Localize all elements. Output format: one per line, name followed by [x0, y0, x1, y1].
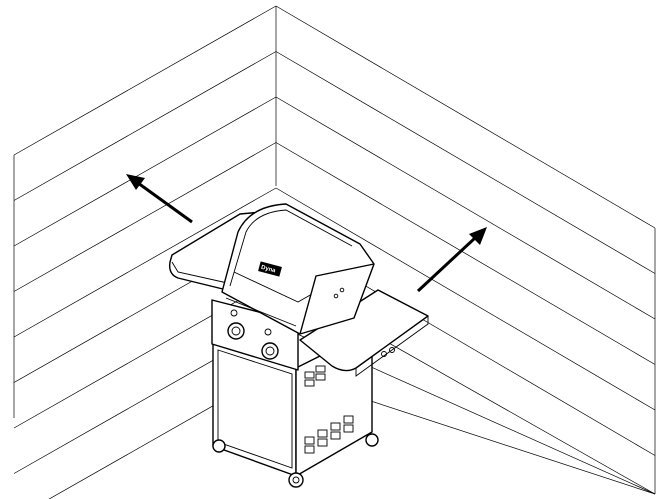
siding-line	[13, 5, 277, 156]
siding-line	[13, 142, 277, 292]
siding-line	[275, 51, 656, 274]
arrow-right-up-icon	[416, 227, 487, 293]
grill-lid: Dyna	[221, 203, 375, 335]
siding-line	[275, 5, 656, 229]
caster-wheels	[212, 433, 379, 488]
siding-line	[13, 96, 277, 247]
burner-knob-left	[227, 322, 245, 340]
side-vents	[304, 365, 354, 454]
siding-line	[13, 51, 277, 201]
burner-knob-right	[261, 342, 279, 360]
siding-line	[13, 278, 277, 429]
grill: Dyna	[168, 203, 429, 488]
brand-label: Dyna	[260, 265, 276, 275]
right-side-shelf	[299, 289, 429, 377]
siding-line	[275, 96, 656, 320]
siding-line	[275, 187, 656, 411]
arrow-left-up-icon	[126, 174, 193, 224]
siding-line	[275, 142, 656, 365]
brand-badge: Dyna	[258, 261, 282, 277]
siding-line	[13, 187, 277, 338]
